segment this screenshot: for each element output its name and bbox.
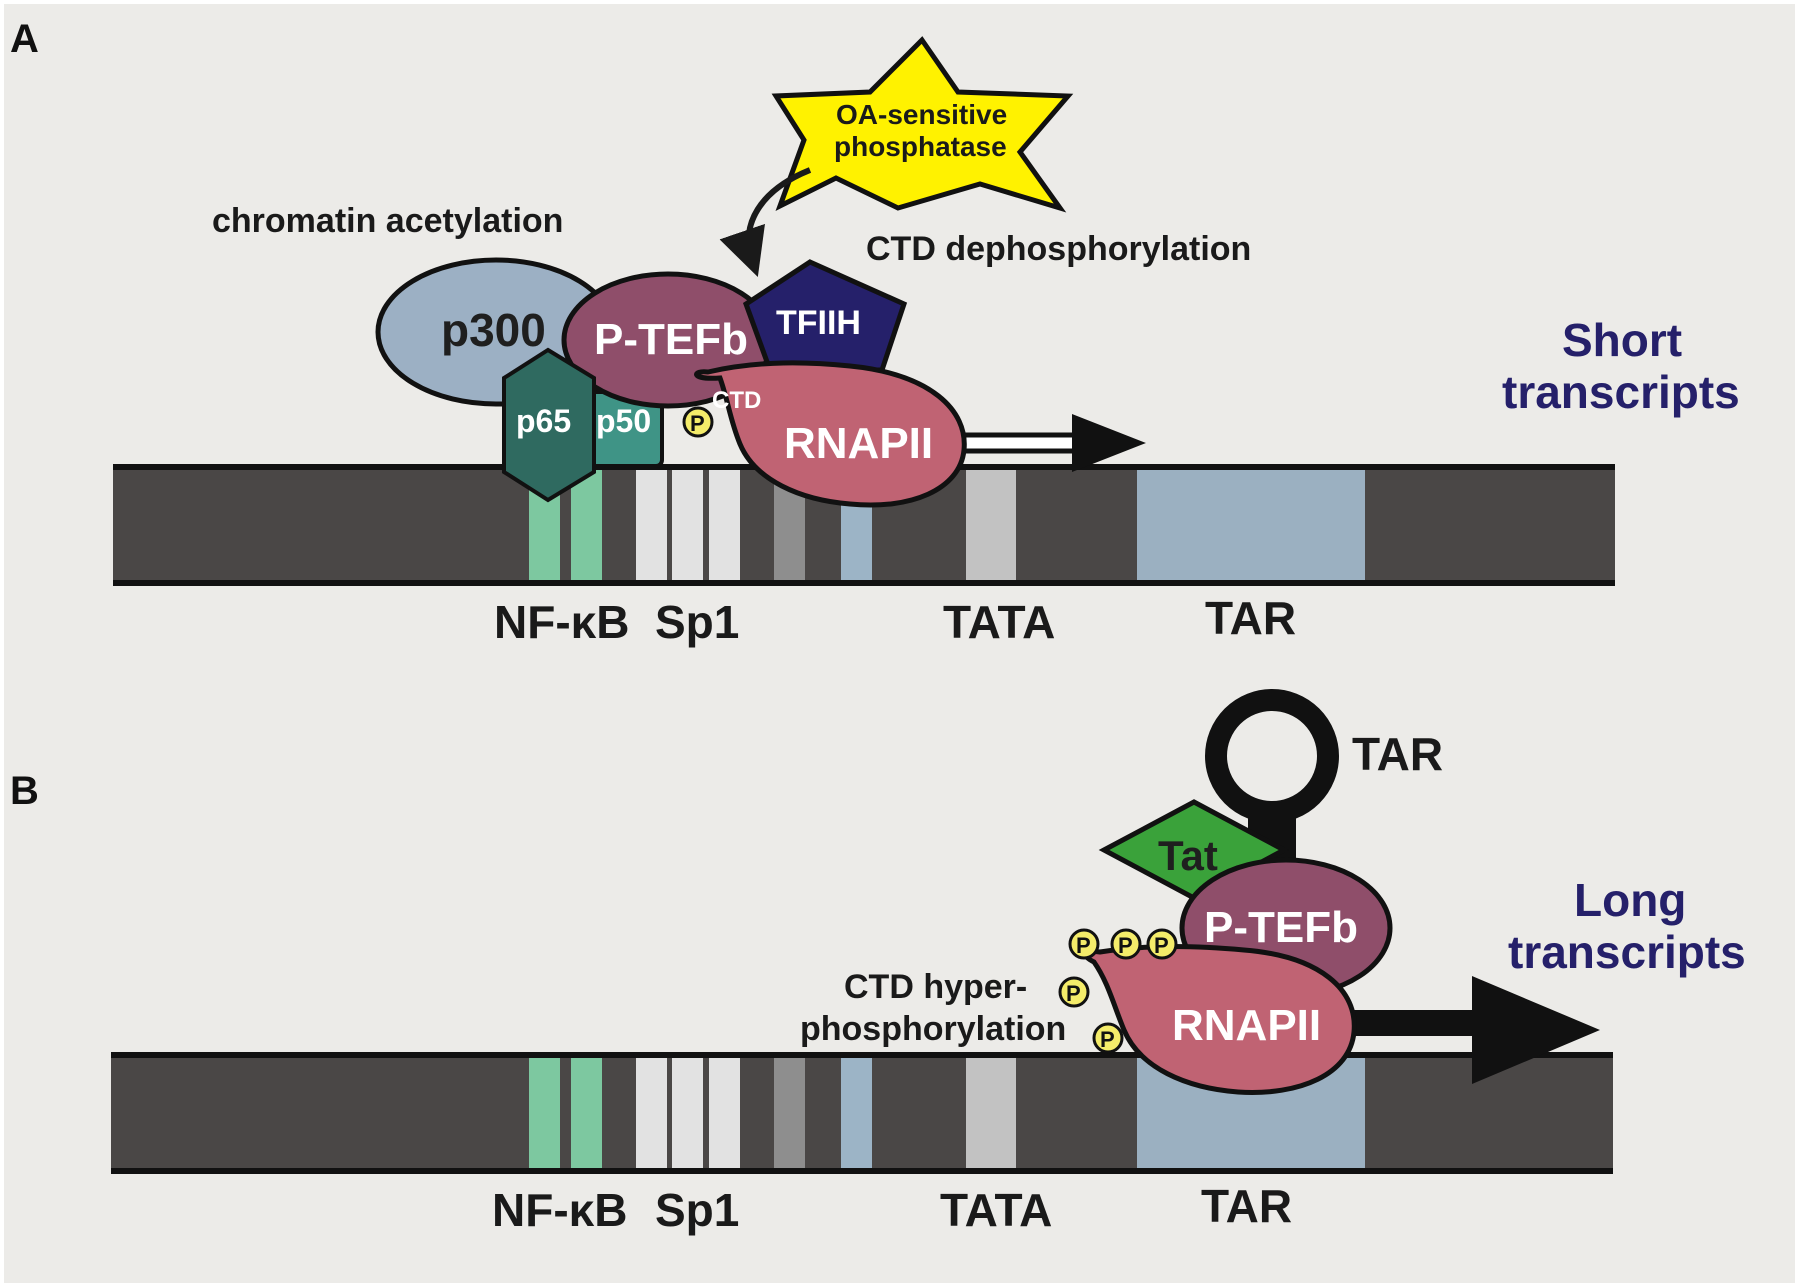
sp1-site xyxy=(636,470,667,580)
rnapii-protein xyxy=(694,360,967,508)
nfkb-label: NF-κB xyxy=(492,1184,628,1236)
sp1-label: Sp1 xyxy=(655,596,739,648)
outcome-line-1: Long xyxy=(1574,874,1686,926)
promoter-element xyxy=(774,1058,805,1168)
phospho-group: P xyxy=(1068,928,1100,960)
svg-text:P: P xyxy=(1118,933,1133,958)
svg-text:P: P xyxy=(1154,933,1169,958)
nfkb-site xyxy=(571,1058,602,1168)
sp1-site xyxy=(672,1058,703,1168)
tar-region xyxy=(1137,470,1365,580)
phospho-group: P xyxy=(1092,1022,1124,1054)
p50-label: p50 xyxy=(596,403,651,439)
rnapii-label: RNAPII xyxy=(784,419,933,468)
tata-box xyxy=(966,470,1016,580)
tar-rna-label: TAR xyxy=(1352,728,1443,780)
dna-strand-a xyxy=(113,464,1615,586)
ctd-label: CTD xyxy=(712,387,761,414)
p65-protein xyxy=(502,347,596,503)
svg-text:P: P xyxy=(1076,933,1091,958)
ptefb-label: P-TEFb xyxy=(1204,903,1358,952)
panel-b-letter: B xyxy=(10,769,39,813)
nfkb-site xyxy=(571,470,602,580)
svg-text:P: P xyxy=(690,411,705,436)
phosphatase-label-1: OA-sensitive xyxy=(836,99,1007,130)
panel-b: B NF-κB Sp1 TATA TAR xyxy=(10,689,1746,1236)
promoter-element xyxy=(841,1058,872,1168)
chromatin-acetylation-label: chromatin acetylation xyxy=(212,202,563,240)
ctd-dephosphorylation-label: CTD dephosphorylation xyxy=(866,230,1251,268)
tar-label: TAR xyxy=(1201,1180,1292,1232)
ctd-hyper-label-1: CTD hyper- xyxy=(844,968,1027,1006)
rnapii-label: RNAPII xyxy=(1172,1001,1321,1050)
sp1-label: Sp1 xyxy=(655,1184,739,1236)
sp1-site xyxy=(709,1058,740,1168)
p300-label: p300 xyxy=(441,304,546,356)
tata-label: TATA xyxy=(940,1184,1052,1236)
phosphatase-star xyxy=(771,36,1074,213)
tar-label: TAR xyxy=(1205,592,1296,644)
panel-a-letter: A xyxy=(10,17,39,61)
outcome-line-1: Short xyxy=(1562,314,1682,366)
nfkb-label: NF-κB xyxy=(494,596,630,648)
outcome-line-2: transcripts xyxy=(1508,926,1746,978)
dephosphorylation-arrow xyxy=(719,167,812,278)
phospho-group: P xyxy=(1058,976,1090,1008)
phospho-group: P xyxy=(1110,928,1142,960)
svg-text:P: P xyxy=(1066,981,1081,1006)
tat-label: Tat xyxy=(1158,832,1218,879)
phospho-group: P xyxy=(1146,928,1178,960)
sp1-site xyxy=(672,470,703,580)
tfiih-label: TFIIH xyxy=(776,304,861,342)
panel-a: A NF-κB Sp1 TATA TAR p300 xyxy=(10,17,1740,648)
p65-label: p65 xyxy=(516,403,571,439)
dna-strand-b xyxy=(111,1052,1613,1174)
nfkb-site xyxy=(529,1058,560,1168)
ctd-hyper-label-2: phosphorylation xyxy=(800,1010,1066,1048)
svg-text:P: P xyxy=(1100,1027,1115,1052)
sp1-site xyxy=(709,470,740,580)
sp1-site xyxy=(636,1058,667,1168)
ptefb-label: P-TEFb xyxy=(594,315,748,364)
phosphatase-label-2: phosphatase xyxy=(834,131,1007,162)
outcome-line-2: transcripts xyxy=(1502,366,1740,418)
phospho-group: P xyxy=(682,406,714,438)
tata-label: TATA xyxy=(943,596,1055,648)
tata-box xyxy=(966,1058,1016,1168)
